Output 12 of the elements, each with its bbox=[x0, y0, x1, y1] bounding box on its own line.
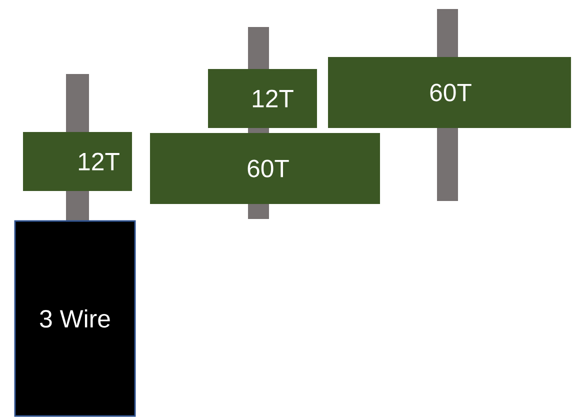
shaft bbox=[437, 128, 458, 201]
shaft bbox=[248, 204, 269, 219]
gear-block: 60T bbox=[150, 133, 380, 204]
motor-box: 3 Wire bbox=[14, 220, 136, 417]
gear-block: 12T bbox=[208, 69, 317, 128]
shaft bbox=[248, 27, 269, 69]
shaft bbox=[437, 9, 458, 57]
shaft bbox=[66, 74, 89, 132]
shaft bbox=[66, 191, 89, 221]
gear-block: 12T bbox=[23, 132, 132, 191]
shaft bbox=[248, 128, 269, 133]
gear-block: 60T bbox=[328, 57, 571, 128]
